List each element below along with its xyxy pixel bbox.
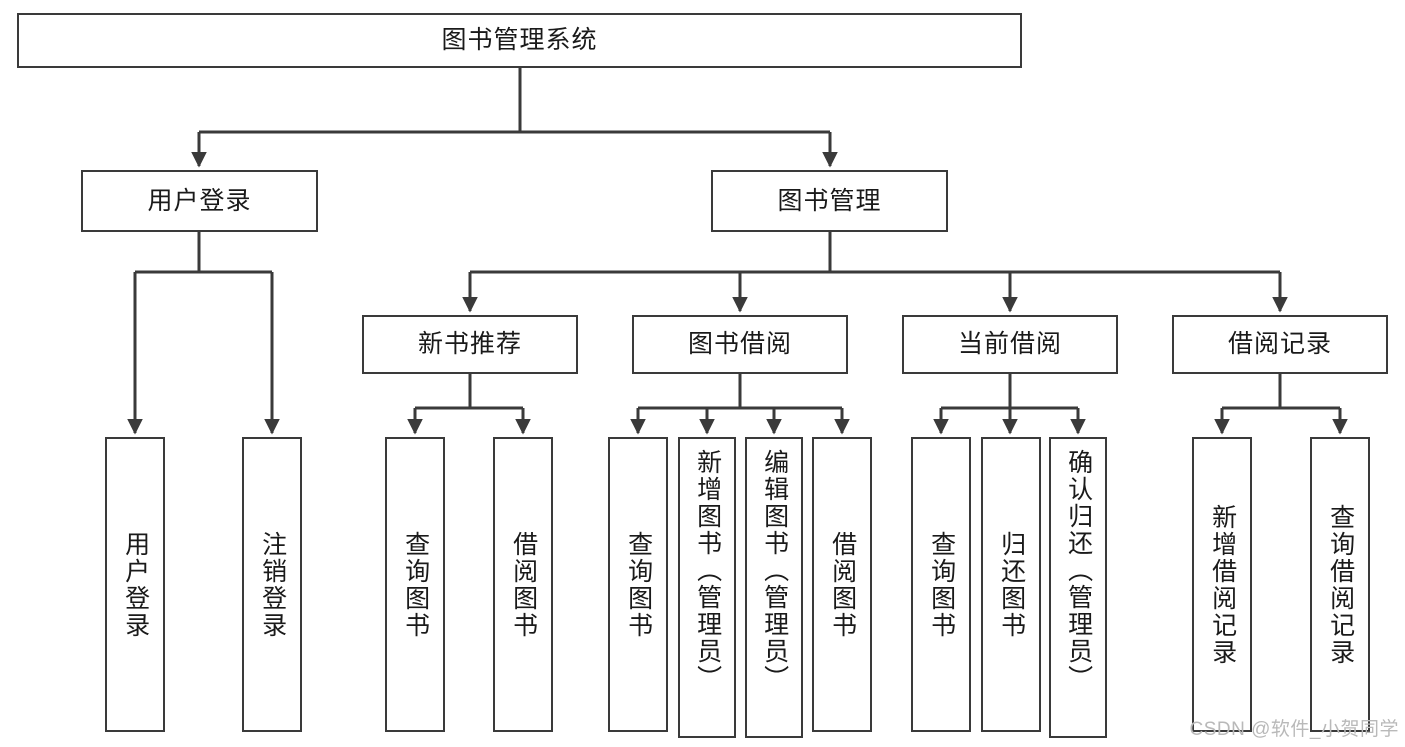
node-root-book-management-system[interactable]: 图书管理系统 — [17, 13, 1022, 68]
node-label: 用户登录 — [147, 186, 252, 215]
leaf-book-borrow-query-book[interactable]: 查询图书 — [608, 437, 668, 732]
node-book-management[interactable]: 图书管理 — [711, 170, 948, 232]
node-label: 图书管理系统 — [441, 26, 598, 54]
node-user-login[interactable]: 用户登录 — [81, 170, 318, 232]
node-borrow-record[interactable]: 借阅记录 — [1172, 315, 1388, 374]
node-book-borrow[interactable]: 图书借阅 — [632, 315, 848, 374]
node-current-borrow[interactable]: 当前借阅 — [902, 315, 1118, 374]
node-label: 注销登录 — [258, 530, 287, 639]
node-label: 查询借阅记录 — [1326, 503, 1355, 666]
leaf-user-login-login[interactable]: 用户登录 — [105, 437, 165, 732]
leaf-current-borrow-query-book[interactable]: 查询图书 — [911, 437, 971, 732]
leaf-borrow-record-query-record[interactable]: 查询借阅记录 — [1310, 437, 1370, 732]
node-label: 图书借阅 — [687, 330, 792, 358]
node-new-book-recommend[interactable]: 新书推荐 — [362, 315, 578, 374]
leaf-book-borrow-edit-book-admin[interactable]: 编辑图书（管理员） — [745, 437, 803, 738]
csdn-watermark: CSDN @软件_小贺同学 — [1189, 719, 1399, 740]
node-label: 借阅图书 — [509, 530, 538, 639]
node-label: 查询图书 — [927, 530, 956, 639]
leaf-book-borrow-borrow-book[interactable]: 借阅图书 — [812, 437, 872, 732]
node-label: 图书管理 — [777, 186, 882, 215]
leaf-current-borrow-confirm-return-admin[interactable]: 确认归还（管理员） — [1049, 437, 1107, 738]
node-label: 新增图书（管理员） — [693, 449, 722, 692]
leaf-borrow-record-add-record[interactable]: 新增借阅记录 — [1192, 437, 1252, 732]
node-label: 编辑图书（管理员） — [760, 449, 789, 692]
node-label: 当前借阅 — [957, 330, 1062, 358]
node-label: 新书推荐 — [417, 330, 522, 358]
leaf-new-book-borrow-book[interactable]: 借阅图书 — [493, 437, 553, 732]
node-label: 用户登录 — [121, 530, 150, 639]
node-label: 查询图书 — [624, 530, 653, 639]
node-label: 归还图书 — [997, 530, 1026, 639]
node-label: 确认归还（管理员） — [1064, 449, 1093, 692]
leaf-user-login-logout[interactable]: 注销登录 — [242, 437, 302, 732]
node-label: 借阅图书 — [828, 530, 857, 639]
leaf-book-borrow-add-book-admin[interactable]: 新增图书（管理员） — [678, 437, 736, 738]
leaf-current-borrow-return-book[interactable]: 归还图书 — [981, 437, 1041, 732]
node-label: 查询图书 — [401, 530, 430, 639]
node-label: 新增借阅记录 — [1208, 503, 1237, 666]
leaf-new-book-query-book[interactable]: 查询图书 — [385, 437, 445, 732]
node-label: 借阅记录 — [1227, 330, 1332, 358]
